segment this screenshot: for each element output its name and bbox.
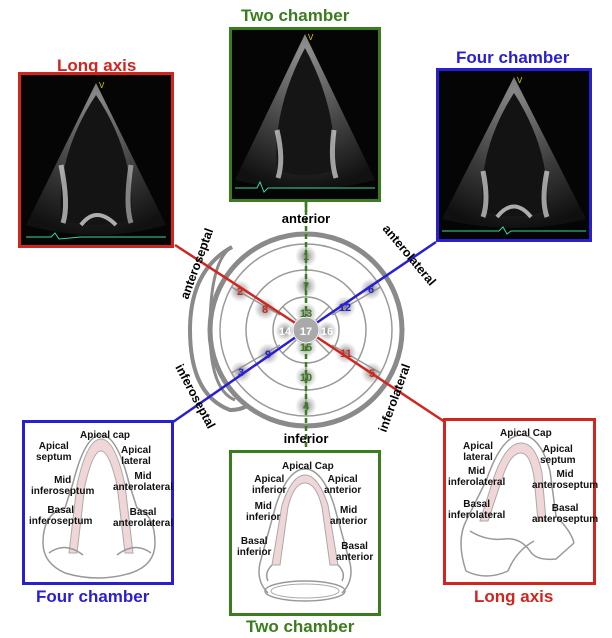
two-chamber-echo-image: V bbox=[229, 27, 381, 202]
2ch-basal-inferior-label: Basal inferior bbox=[237, 536, 272, 558]
wall-anterior: anterior bbox=[282, 211, 330, 226]
2ch-mid-anterior-label: Mid anterior bbox=[330, 505, 368, 527]
segment-10: 10 bbox=[300, 372, 312, 384]
4ch-basal-anterolateral-label: Basal anterolateral bbox=[113, 507, 174, 529]
wall-inferior: inferior bbox=[284, 431, 329, 446]
segment-9: 9 bbox=[265, 349, 271, 361]
2ch-apical-inferior-label: Apical inferior bbox=[252, 474, 287, 496]
four-chamber-title-top: Four chamber bbox=[456, 48, 570, 67]
la-apical-lateral-label: Apical lateral bbox=[463, 441, 494, 463]
4ch-apical-lateral-label: Apical lateral bbox=[121, 445, 152, 467]
svg-text:V: V bbox=[517, 76, 523, 85]
svg-text:V: V bbox=[99, 81, 105, 90]
four-chamber-line bbox=[172, 328, 307, 424]
segment-12: 12 bbox=[339, 302, 351, 314]
segment-6: 6 bbox=[368, 284, 374, 296]
two-chamber-title-top: Two chamber bbox=[241, 6, 350, 25]
long-axis-echo-image: V bbox=[18, 72, 174, 248]
long-axis-title-bottom: Long axis bbox=[474, 587, 554, 606]
long-axis-schematic: Apical Cap Apical lateral Apical septum … bbox=[443, 418, 599, 585]
4ch-mid-inferoseptum-label: Mid inferoseptum bbox=[31, 475, 95, 497]
segment-8: 8 bbox=[262, 304, 268, 316]
la-apical-cap-label: Apical Cap bbox=[500, 428, 552, 439]
2ch-mid-inferior-label: Mid inferior bbox=[246, 501, 281, 523]
la-mid-inferolateral-label: Mid inferolateral bbox=[448, 466, 506, 488]
long-axis-line bbox=[174, 243, 307, 332]
segment-16: 16 bbox=[321, 326, 333, 338]
segment-15: 15 bbox=[300, 342, 312, 354]
4ch-apical-cap-label: Apical cap bbox=[80, 430, 131, 441]
right-ventricle-outline bbox=[187, 245, 257, 413]
two-chamber-schematic: Apical Cap Apical inferior Apical anteri… bbox=[229, 450, 381, 616]
long-axis-title-top: Long axis bbox=[57, 56, 137, 75]
2ch-apical-cap-label: Apical Cap bbox=[282, 461, 334, 472]
4ch-basal-inferoseptum-label: Basal inferoseptum bbox=[29, 505, 93, 527]
2ch-apical-anterior-label: Apical anterior bbox=[324, 474, 362, 496]
la-basal-inferolateral-label: Basal inferolateral bbox=[448, 499, 506, 521]
segment-3: 3 bbox=[238, 367, 244, 379]
la-mid-anteroseptum-label: Mid anteroseptum bbox=[532, 469, 599, 491]
la-apical-septum-label: Apical septum bbox=[540, 444, 576, 466]
segment-14: 14 bbox=[279, 326, 292, 338]
4ch-mid-anterolateral-label: Mid anterolateral bbox=[113, 471, 174, 493]
four-chamber-title-bottom: Four chamber bbox=[36, 587, 150, 606]
la-basal-anteroseptum-label: Basal anteroseptum bbox=[532, 503, 599, 525]
segment-17: 17 bbox=[300, 326, 312, 338]
segment-4: 4 bbox=[303, 401, 310, 413]
4ch-apical-septum-label: Apical septum bbox=[36, 441, 72, 463]
2ch-basal-anterior-label: Basal anterior bbox=[336, 541, 374, 563]
segment-7: 7 bbox=[303, 281, 309, 293]
segment-2: 2 bbox=[237, 286, 243, 298]
two-chamber-title-bottom: Two chamber bbox=[246, 617, 355, 636]
segment-1: 1 bbox=[303, 251, 309, 263]
svg-text:V: V bbox=[308, 33, 314, 42]
segment-13: 13 bbox=[300, 308, 312, 320]
segment-5: 5 bbox=[369, 368, 375, 380]
four-chamber-echo-image: V bbox=[436, 68, 592, 242]
four-chamber-schematic: Apical cap Apical septum Apical lateral … bbox=[22, 420, 174, 585]
segment-11: 11 bbox=[340, 348, 352, 360]
